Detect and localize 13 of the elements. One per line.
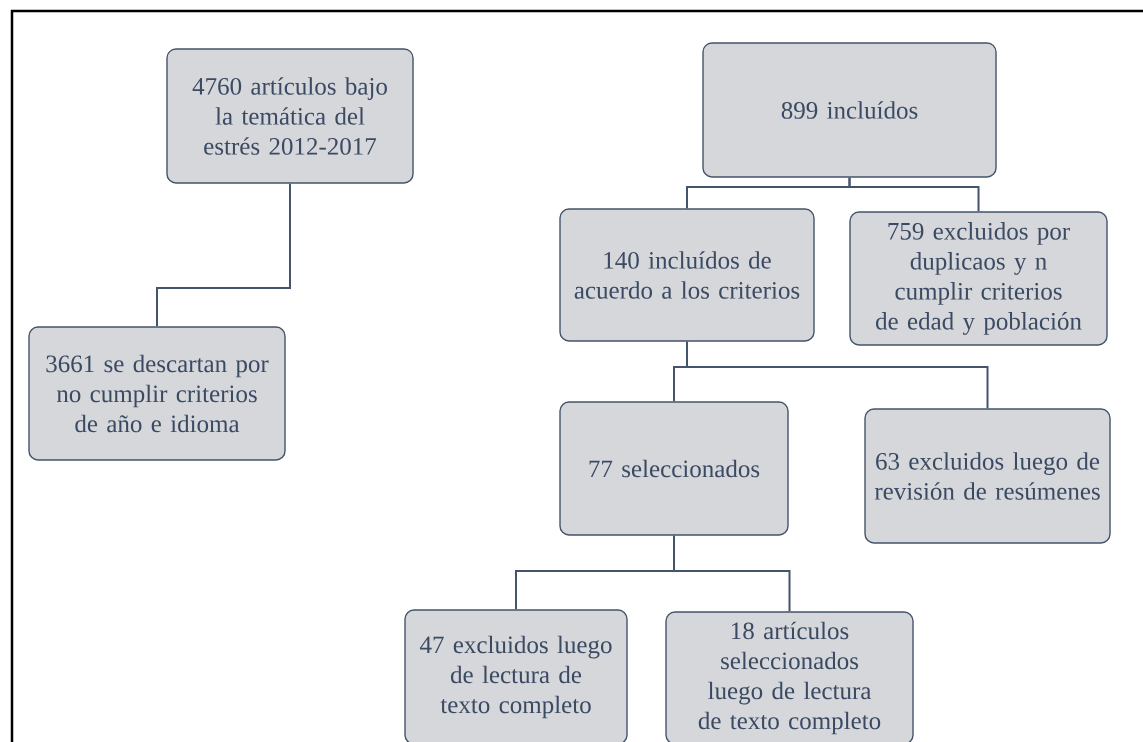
process-box: 63 excluidos luego de revisión de resúmenes — [864, 408, 1111, 544]
process-box: 77 seleccionados — [559, 401, 789, 536]
process-box: 3661 se descartan por no cumplir criterios de año e idioma — [28, 326, 286, 461]
connector — [686, 340, 989, 410]
connector — [848, 176, 980, 213]
process-box: 4760 artículos bajo la temática del estrés 2012-2017 — [166, 48, 414, 184]
process-box: 759 excluidos por duplicaos y n cumplir criterios de edad y población — [849, 211, 1108, 346]
connector — [156, 182, 291, 328]
process-box: 140 incluídos de acuerdo a los criterios — [559, 208, 815, 342]
connector — [673, 534, 791, 613]
process-box: 899 incluídos — [702, 42, 997, 178]
process-box: 47 excluidos luego de lectura de texto completo — [404, 609, 628, 742]
process-box: 18 artículos seleccionados luego de lectura de texto completo — [665, 611, 914, 742]
